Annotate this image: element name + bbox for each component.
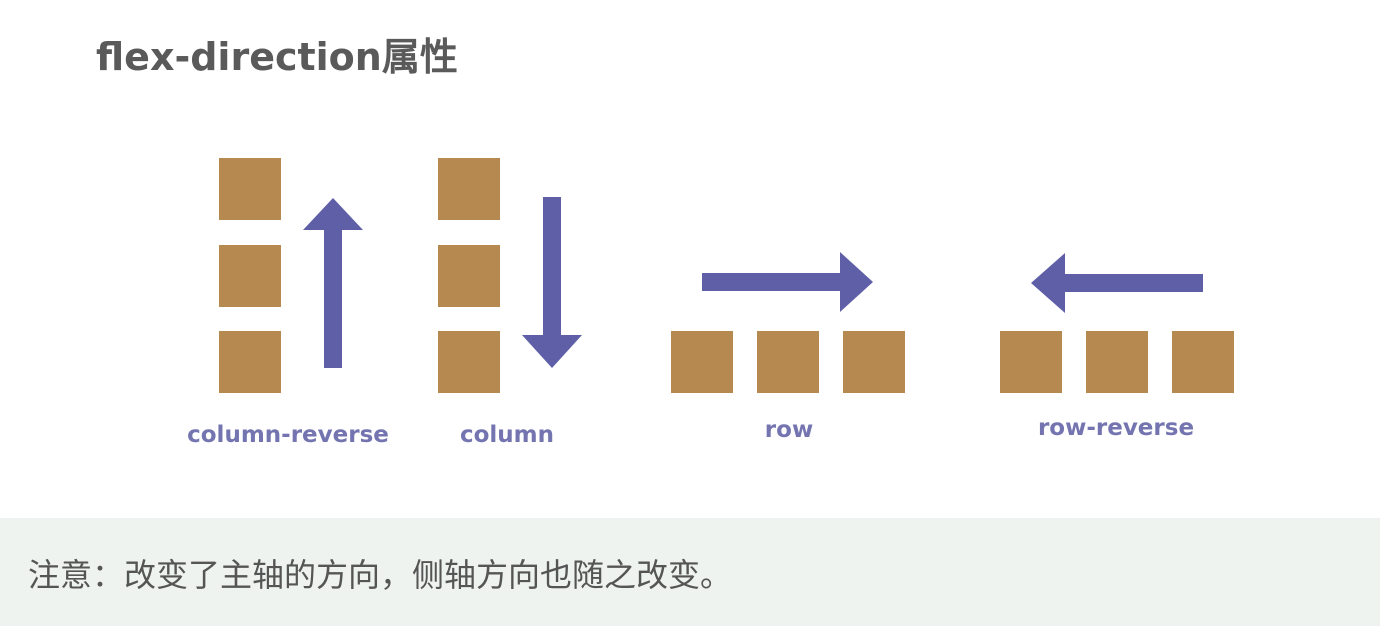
slide-title: flex-direction属性 (96, 35, 458, 79)
flex-item-box (219, 158, 281, 220)
example-row: row (671, 252, 905, 443)
arrow-left-icon (1031, 253, 1203, 313)
example-label: row-reverse (1038, 415, 1194, 441)
flex-item-box (438, 245, 500, 307)
example-label: column (460, 422, 554, 448)
arrow-right-icon (702, 252, 873, 312)
example-label: row (765, 417, 813, 443)
flex-item-box (757, 331, 819, 393)
flex-item-box (1172, 331, 1234, 393)
bottom-strip (0, 626, 1380, 642)
example-row-reverse: row-reverse (1000, 253, 1234, 441)
flex-item-box (438, 331, 500, 393)
flex-item-box (219, 331, 281, 393)
note-bar: 注意：改变了主轴的方向，侧轴方向也随之改变。 (0, 518, 1380, 626)
flex-item-box (843, 331, 905, 393)
example-column-reverse: column-reverse (187, 158, 389, 448)
flex-direction-diagram: column-reverse column row (187, 158, 1234, 448)
arrow-down-icon (522, 197, 582, 368)
flex-item-box (671, 331, 733, 393)
arrow-up-icon (303, 198, 363, 368)
flex-item-box (438, 158, 500, 220)
flex-item-box (219, 245, 281, 307)
example-column: column (438, 158, 582, 448)
flex-item-box (1000, 331, 1062, 393)
flex-item-box (1086, 331, 1148, 393)
note-text: 注意：改变了主轴的方向，侧轴方向也随之改变。 (28, 556, 733, 594)
example-label: column-reverse (187, 422, 389, 448)
